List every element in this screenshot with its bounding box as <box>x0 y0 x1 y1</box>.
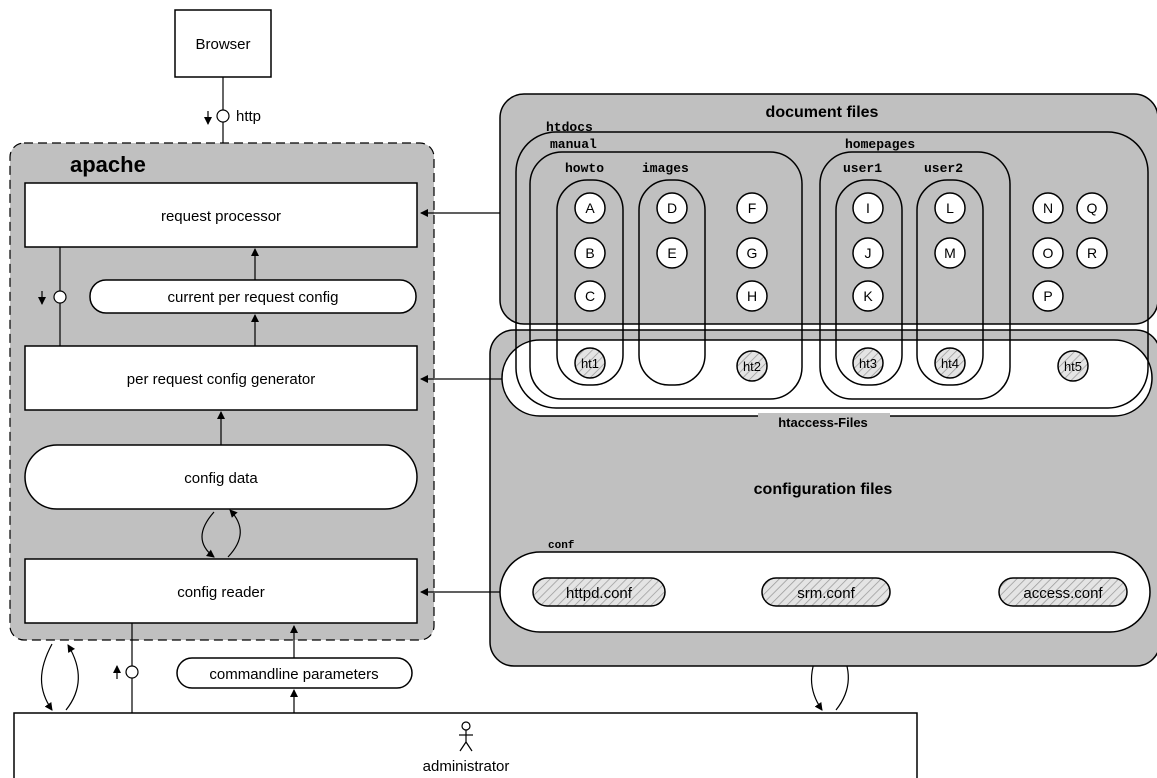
config-interface-icon <box>53 290 67 304</box>
document-files-title: document files <box>766 104 879 121</box>
file-node-g: G <box>736 237 768 269</box>
file-node-label: C <box>585 288 595 304</box>
user2-label: user2 <box>924 161 963 176</box>
file-node-j: J <box>852 237 884 269</box>
file-node-label: P <box>1043 288 1052 304</box>
commandline-label: commandline parameters <box>209 666 378 683</box>
homepages-folder <box>819 151 1011 400</box>
current-config-label: current per request config <box>168 289 339 306</box>
http-interface-icon <box>216 109 230 123</box>
user2-folder <box>916 179 984 386</box>
htaccess-file-nodes: ht1 ht2 ht3 ht4 ht5 <box>574 347 1089 382</box>
file-node-q: Q <box>1076 192 1108 224</box>
file-node-label: F <box>748 200 757 216</box>
file-node-r: R <box>1076 237 1108 269</box>
file-node-e: E <box>656 237 688 269</box>
file-node-label: E <box>667 245 676 261</box>
htaccess-node-label: ht2 <box>743 359 761 374</box>
file-node-label: J <box>865 245 872 261</box>
file-node-label: A <box>585 200 595 216</box>
config-file-access-conf: access.conf <box>998 577 1128 607</box>
file-node-label: D <box>667 200 677 216</box>
configuration-files-title: configuration files <box>754 481 893 498</box>
document-file-nodes: A B C D E F G H I J K L M N O P Q R <box>574 192 1108 312</box>
manual-label: manual <box>550 137 597 152</box>
request-processor-box <box>24 182 418 248</box>
images-folder <box>638 179 706 386</box>
request-processor-label: request processor <box>161 208 281 225</box>
howto-folder <box>556 179 624 386</box>
config-generator-label: per request config generator <box>127 371 315 388</box>
file-node-label: L <box>946 200 954 216</box>
htaccess-node-label: ht5 <box>1064 359 1082 374</box>
file-node-d: D <box>656 192 688 224</box>
config-file-label: access.conf <box>1023 585 1103 602</box>
file-node-i: I <box>852 192 884 224</box>
file-node-k: K <box>852 280 884 312</box>
homepages-label: homepages <box>845 137 915 152</box>
config-generator-box <box>24 345 418 411</box>
administrator-label: administrator <box>423 758 510 775</box>
config-file-srm-conf: srm.conf <box>761 577 891 607</box>
user1-folder <box>835 179 903 386</box>
config-data-label: config data <box>184 470 258 487</box>
admin-interface-icon <box>125 665 139 679</box>
http-label: http <box>236 108 261 125</box>
howto-label: howto <box>565 161 604 176</box>
file-node-c: C <box>574 280 606 312</box>
htaccess-node-ht3: ht3 <box>852 347 884 379</box>
file-node-label: G <box>747 245 758 261</box>
apache-title: apache <box>70 152 146 177</box>
conf-label: conf <box>548 540 575 552</box>
htdocs-label: htdocs <box>546 120 593 135</box>
file-node-label: O <box>1043 245 1054 261</box>
config-file-label: srm.conf <box>797 585 855 602</box>
htaccess-title: htaccess-Files <box>778 415 868 430</box>
file-node-o: O <box>1032 237 1064 269</box>
file-node-label: R <box>1087 245 1097 261</box>
file-node-label: H <box>747 288 757 304</box>
manual-folder <box>529 151 803 400</box>
browser-label: Browser <box>195 36 250 53</box>
file-node-p: P <box>1032 280 1064 312</box>
config-file-nodes: httpd.conf srm.conf access.conf <box>532 577 1128 607</box>
file-node-a: A <box>574 192 606 224</box>
current-config-box <box>89 279 417 314</box>
file-node-n: N <box>1032 192 1064 224</box>
htaccess-node-ht5: ht5 <box>1057 350 1089 382</box>
htaccess-node-ht4: ht4 <box>934 347 966 379</box>
file-node-m: M <box>934 237 966 269</box>
htaccess-node-label: ht4 <box>941 356 959 371</box>
htaccess-node-label: ht1 <box>581 356 599 371</box>
file-node-f: F <box>736 192 768 224</box>
images-label: images <box>642 161 689 176</box>
browser-box <box>174 9 272 78</box>
config-file-httpd-conf: httpd.conf <box>532 577 666 607</box>
user1-label: user1 <box>843 161 882 176</box>
file-node-label: B <box>585 245 594 261</box>
file-node-h: H <box>736 280 768 312</box>
file-node-l: L <box>934 192 966 224</box>
config-reader-label: config reader <box>177 584 265 601</box>
htaccess-node-label: ht3 <box>859 356 877 371</box>
htaccess-node-ht1: ht1 <box>574 347 606 379</box>
file-node-label: K <box>863 288 873 304</box>
config-file-label: httpd.conf <box>566 585 633 602</box>
file-node-b: B <box>574 237 606 269</box>
actor-icon <box>459 721 473 752</box>
htdocs-folder <box>515 131 1149 409</box>
file-node-label: N <box>1043 200 1053 216</box>
file-node-label: I <box>866 200 870 216</box>
file-node-label: M <box>944 245 956 261</box>
config-reader-box <box>24 558 418 624</box>
file-node-label: Q <box>1087 200 1098 216</box>
htaccess-node-ht2: ht2 <box>736 350 768 382</box>
